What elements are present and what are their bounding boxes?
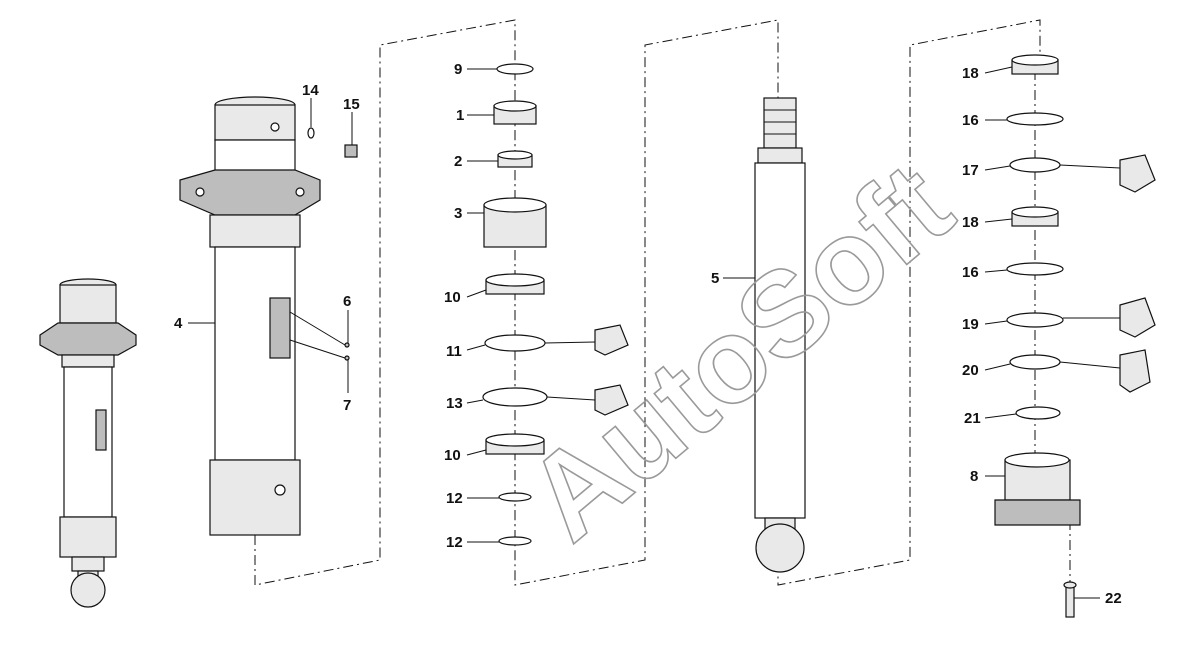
callout-10-lower: 10 bbox=[444, 447, 461, 464]
callout-17: 17 bbox=[962, 162, 979, 179]
parts-small-fittings bbox=[289, 127, 358, 361]
callout-6: 6 bbox=[343, 293, 351, 310]
callout-16-upper: 16 bbox=[962, 112, 979, 129]
callout-19: 19 bbox=[962, 316, 979, 333]
callout-12-upper: 12 bbox=[446, 490, 463, 507]
assembled-cylinder-thumbnail bbox=[39, 278, 137, 608]
part-4-cylinder-barrel bbox=[179, 96, 321, 536]
callout-21: 21 bbox=[964, 410, 981, 427]
callout-18-lower: 18 bbox=[962, 214, 979, 231]
callout-22: 22 bbox=[1105, 590, 1122, 607]
callout-5: 5 bbox=[711, 270, 719, 287]
watermark-text: AutoSoft bbox=[502, 138, 976, 566]
callout-12-lower: 12 bbox=[446, 534, 463, 551]
callout-10-upper: 10 bbox=[444, 289, 461, 306]
callout-3: 3 bbox=[454, 205, 462, 222]
callout-15: 15 bbox=[343, 96, 360, 113]
middle-seal-stack bbox=[482, 63, 629, 546]
right-seal-stack bbox=[994, 54, 1156, 618]
callout-18-upper: 18 bbox=[962, 65, 979, 82]
callout-9: 9 bbox=[454, 61, 462, 78]
callout-11: 11 bbox=[446, 343, 462, 360]
callout-20: 20 bbox=[962, 362, 979, 379]
callout-7: 7 bbox=[343, 397, 351, 414]
callout-8: 8 bbox=[970, 468, 978, 485]
callout-2: 2 bbox=[454, 153, 462, 170]
callout-1: 1 bbox=[456, 107, 464, 124]
callout-16-lower: 16 bbox=[962, 264, 979, 281]
leader-lines bbox=[188, 66, 1121, 599]
callout-14: 14 bbox=[302, 82, 319, 99]
callout-13: 13 bbox=[446, 395, 463, 412]
callout-4: 4 bbox=[174, 315, 183, 332]
part-5-piston-rod bbox=[754, 97, 806, 573]
